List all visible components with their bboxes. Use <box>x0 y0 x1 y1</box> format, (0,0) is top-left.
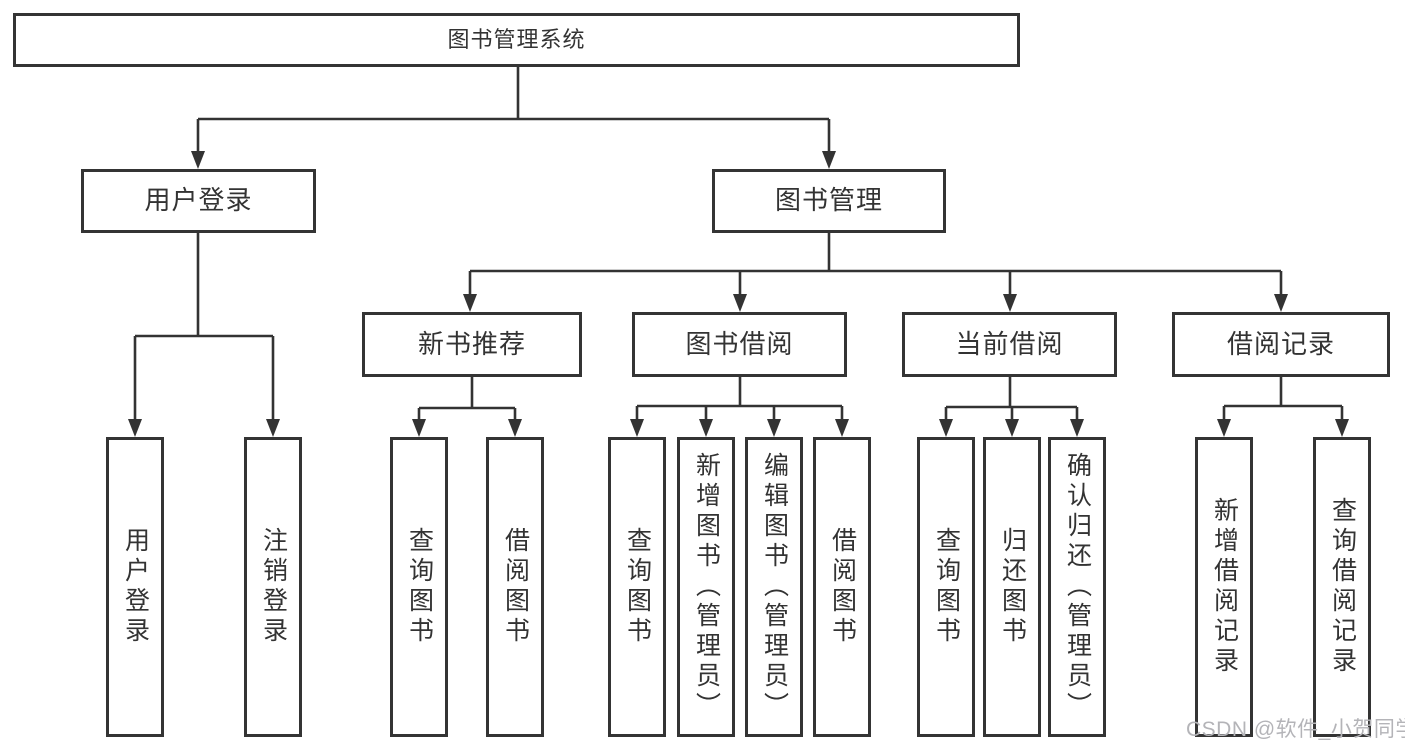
connector-segments <box>133 67 1344 421</box>
leaf-borrowing-edit-books-admin: 编辑图书（管理员） <box>745 437 803 737</box>
leaf-logout: 注销登录 <box>244 437 302 737</box>
leaf-current-query-books: 查询图书 <box>917 437 975 737</box>
connector-arrowheads <box>128 151 1349 437</box>
leaf-user-login: 用户登录 <box>106 437 164 737</box>
leaf-records-query-record: 查询借阅记录 <box>1313 437 1371 737</box>
leaf-borrowing-query-books: 查询图书 <box>608 437 666 737</box>
node-book-borrowing: 图书借阅 <box>632 312 847 377</box>
node-current-borrowing: 当前借阅 <box>902 312 1117 377</box>
watermark: CSDN @软件_小贺同学 <box>1186 718 1405 741</box>
leaf-newbook-query-books: 查询图书 <box>390 437 448 737</box>
node-root: 图书管理系统 <box>13 13 1020 67</box>
node-user-login: 用户登录 <box>81 169 316 233</box>
leaf-newbook-borrow-books: 借阅图书 <box>486 437 544 737</box>
leaf-current-confirm-return-admin: 确认归还（管理员） <box>1048 437 1106 737</box>
leaf-borrowing-add-books-admin: 新增图书（管理员） <box>677 437 735 737</box>
node-borrowing-records: 借阅记录 <box>1172 312 1390 377</box>
node-new-book-recommendation: 新书推荐 <box>362 312 582 377</box>
leaf-current-return-books: 归还图书 <box>983 437 1041 737</box>
leaf-borrowing-borrow-books: 借阅图书 <box>813 437 871 737</box>
node-book-management: 图书管理 <box>712 169 946 233</box>
leaf-records-add-record: 新增借阅记录 <box>1195 437 1253 737</box>
